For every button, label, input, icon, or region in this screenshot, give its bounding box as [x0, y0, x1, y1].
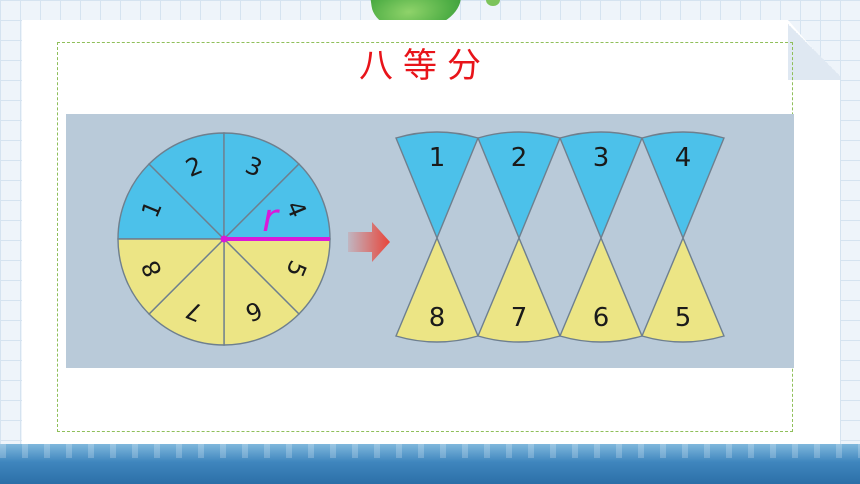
circle-sector — [222, 238, 331, 315]
strip-bottom-sector — [477, 236, 561, 343]
strip-bottom-label: 7 — [511, 303, 528, 333]
strip-top-label: 2 — [511, 143, 528, 173]
circle-sector — [223, 237, 300, 346]
page-title: 八等分 — [359, 46, 491, 86]
strip-top-label: 3 — [593, 143, 610, 173]
right-arrow-icon — [348, 222, 390, 262]
strip-bottom-sector — [641, 236, 725, 343]
strip-top-sector — [395, 131, 479, 240]
circle-sector — [117, 163, 226, 240]
circle-sector — [222, 163, 331, 240]
water-decoration — [0, 444, 860, 484]
strip-top-sector — [477, 131, 561, 240]
strip-top-label: 1 — [429, 143, 446, 173]
strip-bottom-sector — [395, 236, 479, 343]
circle-sector — [148, 132, 225, 241]
strip-bottom-label: 8 — [429, 303, 446, 333]
page-fold-corner — [788, 20, 840, 80]
radius-label: r — [262, 196, 280, 240]
circle-sector — [223, 132, 300, 241]
arrow-shape — [348, 222, 390, 262]
strip-bottom-label: 6 — [593, 303, 610, 333]
strip-top-sector — [559, 131, 643, 240]
leaf-bud-decoration — [486, 0, 500, 6]
strip-bottom-label: 5 — [675, 303, 692, 333]
strip-bottom-sector — [559, 236, 643, 343]
rearranged-sectors: 1 8 2 7 3 6 4 5 — [395, 131, 725, 343]
circle-sector — [148, 237, 225, 346]
circle-sector — [117, 238, 226, 315]
strip-top-label: 4 — [675, 143, 692, 173]
strip-top-sector — [641, 131, 725, 240]
center-point — [220, 235, 228, 243]
